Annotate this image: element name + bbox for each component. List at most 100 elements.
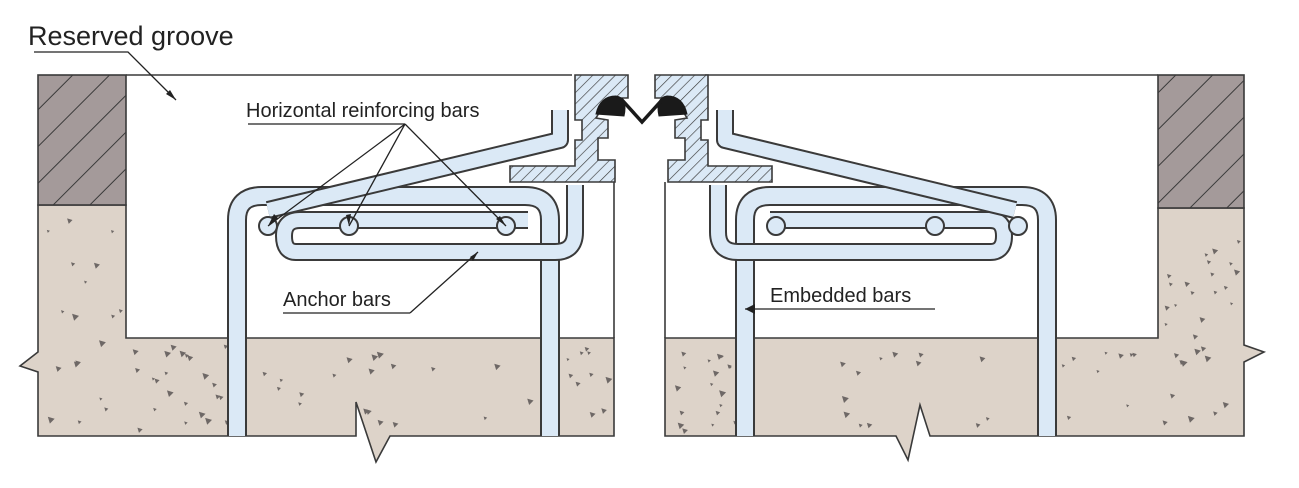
aggregate-fleck — [589, 372, 594, 378]
aggregate-fleck — [843, 411, 851, 419]
aggregate-fleck — [164, 350, 172, 358]
aggregate-fleck — [1206, 260, 1212, 265]
aggregate-fleck — [184, 353, 189, 358]
aggregate-fleck — [218, 395, 224, 401]
aggregate-fleck — [61, 310, 65, 314]
aggregate-fleck — [715, 410, 721, 416]
aggregate-fleck — [682, 428, 688, 435]
aggregate-fleck — [1190, 291, 1195, 296]
aggregate-fleck — [1164, 305, 1170, 311]
aggregate-fleck — [67, 218, 73, 224]
right-loop-bar — [709, 185, 1014, 261]
left-masonry-block — [37, 74, 127, 206]
aggregate-fleck — [72, 313, 80, 321]
aggregate-fleck — [1200, 346, 1207, 352]
aggregate-fleck — [1118, 353, 1124, 359]
aggregate-fleck — [681, 351, 687, 357]
aggregate-fleck — [1071, 356, 1077, 362]
aggregate-fleck — [1234, 269, 1241, 276]
aggregate-fleck — [99, 397, 103, 401]
right-horizontal-bar-sections — [766, 216, 1028, 236]
aggregate-fleck — [674, 385, 682, 392]
aggregate-fleck — [77, 420, 82, 425]
left-structure — [18, 74, 615, 465]
aggregate-fleck — [587, 351, 591, 355]
aggregate-fleck — [118, 309, 123, 314]
aggregate-fleck — [1168, 282, 1173, 287]
aggregate-fleck — [298, 402, 302, 406]
aggregate-fleck — [575, 381, 581, 387]
horizontal-bars-leader-1 — [267, 123, 406, 227]
aggregate-fleck — [855, 370, 862, 376]
aggregate-fleck — [1164, 323, 1168, 327]
aggregate-fleck — [975, 423, 981, 428]
aggregate-fleck — [707, 359, 711, 363]
aggregate-fleck — [262, 371, 268, 377]
right-diagonal-bar — [716, 110, 1018, 219]
aggregate-fleck — [918, 352, 924, 358]
aggregate-fleck — [198, 411, 206, 419]
aggregate-fleck — [712, 370, 720, 377]
aggregate-fleck — [985, 417, 990, 421]
aggregate-fleck — [605, 376, 613, 384]
aggregate-fleck — [346, 357, 353, 364]
aggregate-fleck — [858, 423, 863, 428]
aggregate-fleck — [205, 417, 213, 425]
aggregate-fleck — [179, 350, 187, 358]
aggregate-fleck — [368, 368, 375, 375]
aggregate-fleck — [1187, 415, 1195, 423]
aggregate-fleck — [111, 314, 116, 319]
horizontal-bars-leader-2 — [348, 123, 406, 227]
aggregate-fleck — [187, 355, 194, 362]
aggregate-fleck — [164, 371, 169, 376]
horizontal-reinforcing-bars-label: Horizontal reinforcing bars — [246, 100, 479, 122]
aggregate-fleck — [719, 403, 723, 408]
aggregate-fleck — [483, 416, 488, 421]
aggregate-fleck — [71, 262, 76, 267]
left-concrete-base — [18, 204, 615, 465]
aggregate-fleck — [1199, 317, 1206, 323]
aggregate-fleck — [392, 421, 399, 428]
aggregate-fleck — [363, 408, 370, 415]
aggregate-fleck — [1229, 262, 1233, 266]
aggregate-fleck — [1180, 360, 1188, 367]
aggregate-fleck — [299, 392, 305, 398]
right-steel-profile — [654, 74, 773, 183]
aggregate-fleck — [332, 373, 337, 378]
aggregate-fleck — [135, 368, 141, 373]
aggregate-fleck — [212, 382, 217, 388]
aggregate-fleck — [841, 396, 849, 403]
aggregate-fleck — [1236, 240, 1241, 244]
aggregate-fleck — [727, 364, 732, 369]
aggregate-fleck — [104, 407, 109, 412]
aggregate-fleck — [184, 421, 188, 425]
aggregate-fleck — [1126, 404, 1130, 408]
aggregate-fleck — [166, 390, 174, 398]
left-diagonal-bar — [265, 110, 569, 219]
anchor-bars-label: Anchor bars — [283, 289, 391, 311]
aggregate-fleck — [677, 422, 685, 430]
aggregate-fleck — [1213, 411, 1218, 416]
aggregate-fleck — [710, 382, 714, 387]
aggregate-fleck — [719, 390, 727, 398]
aggregate-fleck — [1184, 281, 1190, 288]
aggregate-fleck — [879, 357, 883, 361]
aggregate-fleck — [711, 423, 715, 427]
aggregate-fleck — [202, 373, 210, 380]
aggregate-fleck — [1213, 290, 1218, 295]
aggregate-fleck — [584, 347, 590, 352]
right-structure — [664, 74, 1267, 463]
aggregate-fleck — [1061, 364, 1066, 368]
aggregate-fleck — [137, 427, 143, 433]
aggregate-fleck — [601, 408, 607, 414]
aggregate-fleck — [1204, 253, 1209, 257]
aggregate-fleck — [1223, 285, 1228, 290]
aggregate-fleck — [1204, 355, 1212, 363]
aggregate-fleck — [1212, 248, 1219, 255]
aggregate-fleck — [93, 262, 100, 269]
left-aggregate — [46, 218, 613, 433]
aggregate-fleck — [276, 386, 281, 391]
aggregate-fleck — [1104, 351, 1108, 355]
aggregate-fleck — [46, 229, 50, 233]
